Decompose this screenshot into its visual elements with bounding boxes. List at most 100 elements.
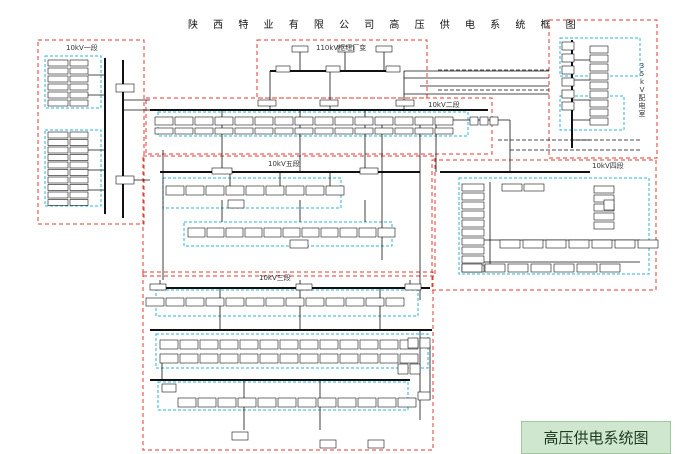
equipment-box xyxy=(319,99,339,107)
equipment-box xyxy=(561,41,575,51)
equipment-box xyxy=(275,65,291,73)
equipment-box xyxy=(603,199,615,211)
caption-text: 高压供电系统图 xyxy=(543,429,649,447)
equipment-box xyxy=(47,59,69,67)
equipment-box xyxy=(69,169,89,176)
equipment-box xyxy=(301,227,320,238)
equipment-box xyxy=(239,353,259,364)
equipment-box xyxy=(161,383,177,393)
equipment-box xyxy=(345,297,365,307)
equipment-box xyxy=(299,339,319,350)
equipment-box xyxy=(47,199,69,206)
equipment-box xyxy=(69,191,89,199)
equipment-box xyxy=(374,127,394,135)
equipment-box xyxy=(299,353,319,364)
equipment-box xyxy=(69,131,89,139)
equipment-box xyxy=(291,45,309,53)
equipment-box xyxy=(317,397,337,408)
equipment-box xyxy=(334,116,354,126)
equipment-boxes xyxy=(47,41,659,449)
equipment-box xyxy=(257,397,277,408)
equipment-box xyxy=(239,339,259,350)
equipment-box xyxy=(358,227,377,238)
equipment-box xyxy=(385,297,405,307)
equipment-box xyxy=(259,339,279,350)
equipment-box xyxy=(211,167,233,175)
equipment-box xyxy=(205,297,225,307)
equipment-box xyxy=(561,77,575,87)
equipment-box xyxy=(154,116,174,126)
equipment-box xyxy=(561,89,575,99)
equipment-box xyxy=(394,116,414,126)
equipment-box xyxy=(407,337,419,349)
equipment-box xyxy=(593,212,615,221)
equipment-box xyxy=(461,219,485,228)
equipment-box xyxy=(461,183,485,192)
equipment-box xyxy=(484,263,506,273)
equipment-box xyxy=(417,391,431,401)
equipment-box xyxy=(174,116,194,126)
equipment-box xyxy=(325,65,341,73)
equipment-box xyxy=(282,227,301,238)
equipment-box xyxy=(377,227,396,238)
equipment-box xyxy=(219,353,239,364)
equipment-box xyxy=(553,263,575,273)
equipment-box xyxy=(69,139,89,146)
equipment-box xyxy=(561,101,575,111)
equipment-box xyxy=(320,227,339,238)
equipment-box xyxy=(234,116,254,126)
zone-label-10kv-1: 10kV一段 xyxy=(66,44,98,52)
equipment-box xyxy=(69,199,89,206)
equipment-box xyxy=(404,283,422,291)
equipment-box xyxy=(489,116,499,126)
equipment-box xyxy=(589,72,609,81)
equipment-box xyxy=(159,339,179,350)
equipment-box xyxy=(419,337,431,349)
equipment-box xyxy=(589,63,609,72)
equipment-box xyxy=(461,201,485,210)
equipment-box xyxy=(374,116,394,126)
equipment-box xyxy=(179,339,199,350)
equipment-box xyxy=(274,127,294,135)
equipment-box xyxy=(319,353,339,364)
equipment-box xyxy=(399,353,419,364)
equipment-box xyxy=(205,185,225,196)
equipment-box xyxy=(434,116,454,126)
equipment-box xyxy=(47,67,69,75)
equipment-box xyxy=(354,116,374,126)
cyan-group xyxy=(44,129,102,207)
equipment-box xyxy=(47,176,69,184)
equipment-box xyxy=(434,127,454,135)
equipment-box xyxy=(294,116,314,126)
equipment-box xyxy=(234,127,254,135)
zone-border xyxy=(142,155,436,277)
equipment-box xyxy=(199,339,219,350)
equipment-box xyxy=(523,183,545,192)
equipment-box xyxy=(461,237,485,246)
equipment-box xyxy=(397,397,417,408)
equipment-box xyxy=(461,210,485,219)
equipment-box xyxy=(339,227,358,238)
equipment-box xyxy=(365,297,385,307)
equipment-box xyxy=(265,297,285,307)
zone-label-10kv-5: 10kV五段 xyxy=(268,160,300,168)
equipment-box xyxy=(501,183,523,192)
equipment-box xyxy=(461,263,483,273)
equipment-box xyxy=(194,116,214,126)
cyan-group xyxy=(155,333,429,369)
equipment-box xyxy=(354,127,374,135)
equipment-box xyxy=(319,339,339,350)
equipment-box xyxy=(289,239,309,249)
equipment-box xyxy=(461,255,485,264)
equipment-box xyxy=(47,161,69,169)
equipment-box xyxy=(589,108,609,117)
equipment-box xyxy=(589,99,609,108)
cyan-group xyxy=(458,177,650,275)
bus-bars xyxy=(104,40,590,381)
equipment-box xyxy=(69,67,89,75)
equipment-box xyxy=(469,116,479,126)
equipment-box xyxy=(414,116,434,126)
zone-label-10kv-2: 10kV二段 xyxy=(428,101,460,109)
